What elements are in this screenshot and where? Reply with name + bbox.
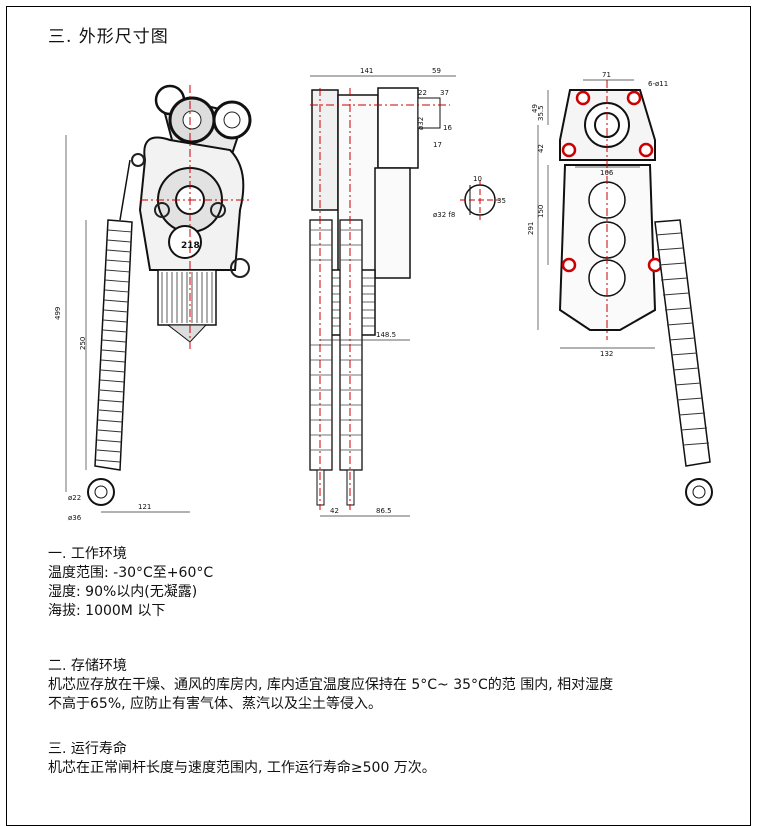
dim-291: 291 bbox=[527, 222, 535, 235]
dim-1485: 148.5 bbox=[376, 331, 396, 339]
dim-22: ø22 bbox=[68, 494, 81, 502]
dim-42b: 42 bbox=[537, 144, 545, 153]
dim-16: 16 bbox=[443, 124, 452, 132]
service-life-section: 三. 运行寿命 机芯在正常闸杆长度与速度范围内, 工作运行寿命≥500 万次。 bbox=[48, 740, 436, 778]
dim-59: 59 bbox=[432, 67, 441, 75]
dim-36: ø36 bbox=[68, 514, 82, 522]
section-heading: 三. 外形尺寸图 bbox=[48, 27, 169, 47]
dim-71: 71 bbox=[602, 71, 611, 79]
dim-250: 250 bbox=[79, 337, 87, 350]
dim-37: 37 bbox=[440, 89, 449, 97]
dim-32f: ø32 f8 bbox=[433, 211, 455, 219]
storage-section: 二. 存储环境 机芯应存放在干燥、通风的库房内, 库内适宜温度应保持在 5°C~… bbox=[48, 657, 728, 714]
front-view bbox=[65, 84, 252, 513]
dim-218: 218 bbox=[181, 241, 200, 251]
dim-106: 106 bbox=[600, 169, 614, 177]
side-view bbox=[309, 75, 500, 517]
service-life-line: 机芯在正常闸杆长度与速度范围内, 工作运行寿命≥500 万次。 bbox=[48, 760, 436, 776]
dim-49: 49 bbox=[531, 104, 539, 113]
dim-6-holes: 6-ø11 bbox=[648, 80, 668, 88]
service-life-title: 三. 运行寿命 bbox=[48, 741, 127, 757]
dim-121: 121 bbox=[138, 503, 151, 511]
work-environment-title: 一. 工作环境 bbox=[48, 546, 127, 562]
dim-32: ø32 bbox=[417, 117, 425, 130]
storage-title: 二. 存储环境 bbox=[48, 658, 127, 674]
storage-line-1: 机芯应存放在干燥、通风的库房内, 库内适宜温度应保持在 5°C~ 35°C的范 … bbox=[48, 677, 614, 693]
altitude: 海拔: 1000M 以下 bbox=[48, 603, 166, 619]
dim-10: 10 bbox=[473, 175, 482, 183]
dim-141: 141 bbox=[360, 67, 373, 75]
storage-line-2: 不高于65%, 应防止有害气体、蒸汽以及尘土等侵入。 bbox=[48, 696, 383, 712]
dimension-drawing: 218 499 250 121 ø22 ø36 141 59 22 37 ø32… bbox=[54, 67, 713, 522]
dim-865: 86.5 bbox=[376, 507, 392, 515]
back-view bbox=[537, 79, 713, 506]
dim-17: 17 bbox=[433, 141, 442, 149]
dim-22b: 22 bbox=[418, 89, 427, 97]
dim-150: 150 bbox=[537, 205, 545, 218]
work-environment-section: 一. 工作环境 温度范围: -30°C至+60°C 湿度: 90%以内(无凝露)… bbox=[48, 545, 213, 621]
dim-132: 132 bbox=[600, 350, 613, 358]
humidity: 湿度: 90%以内(无凝露) bbox=[48, 584, 198, 600]
dim-499: 499 bbox=[54, 307, 62, 320]
temperature-range: 温度范围: -30°C至+60°C bbox=[48, 565, 214, 581]
dim-42: 42 bbox=[330, 507, 339, 515]
dim-35: 35 bbox=[497, 197, 506, 205]
dim-355: 35.5 bbox=[537, 105, 545, 121]
